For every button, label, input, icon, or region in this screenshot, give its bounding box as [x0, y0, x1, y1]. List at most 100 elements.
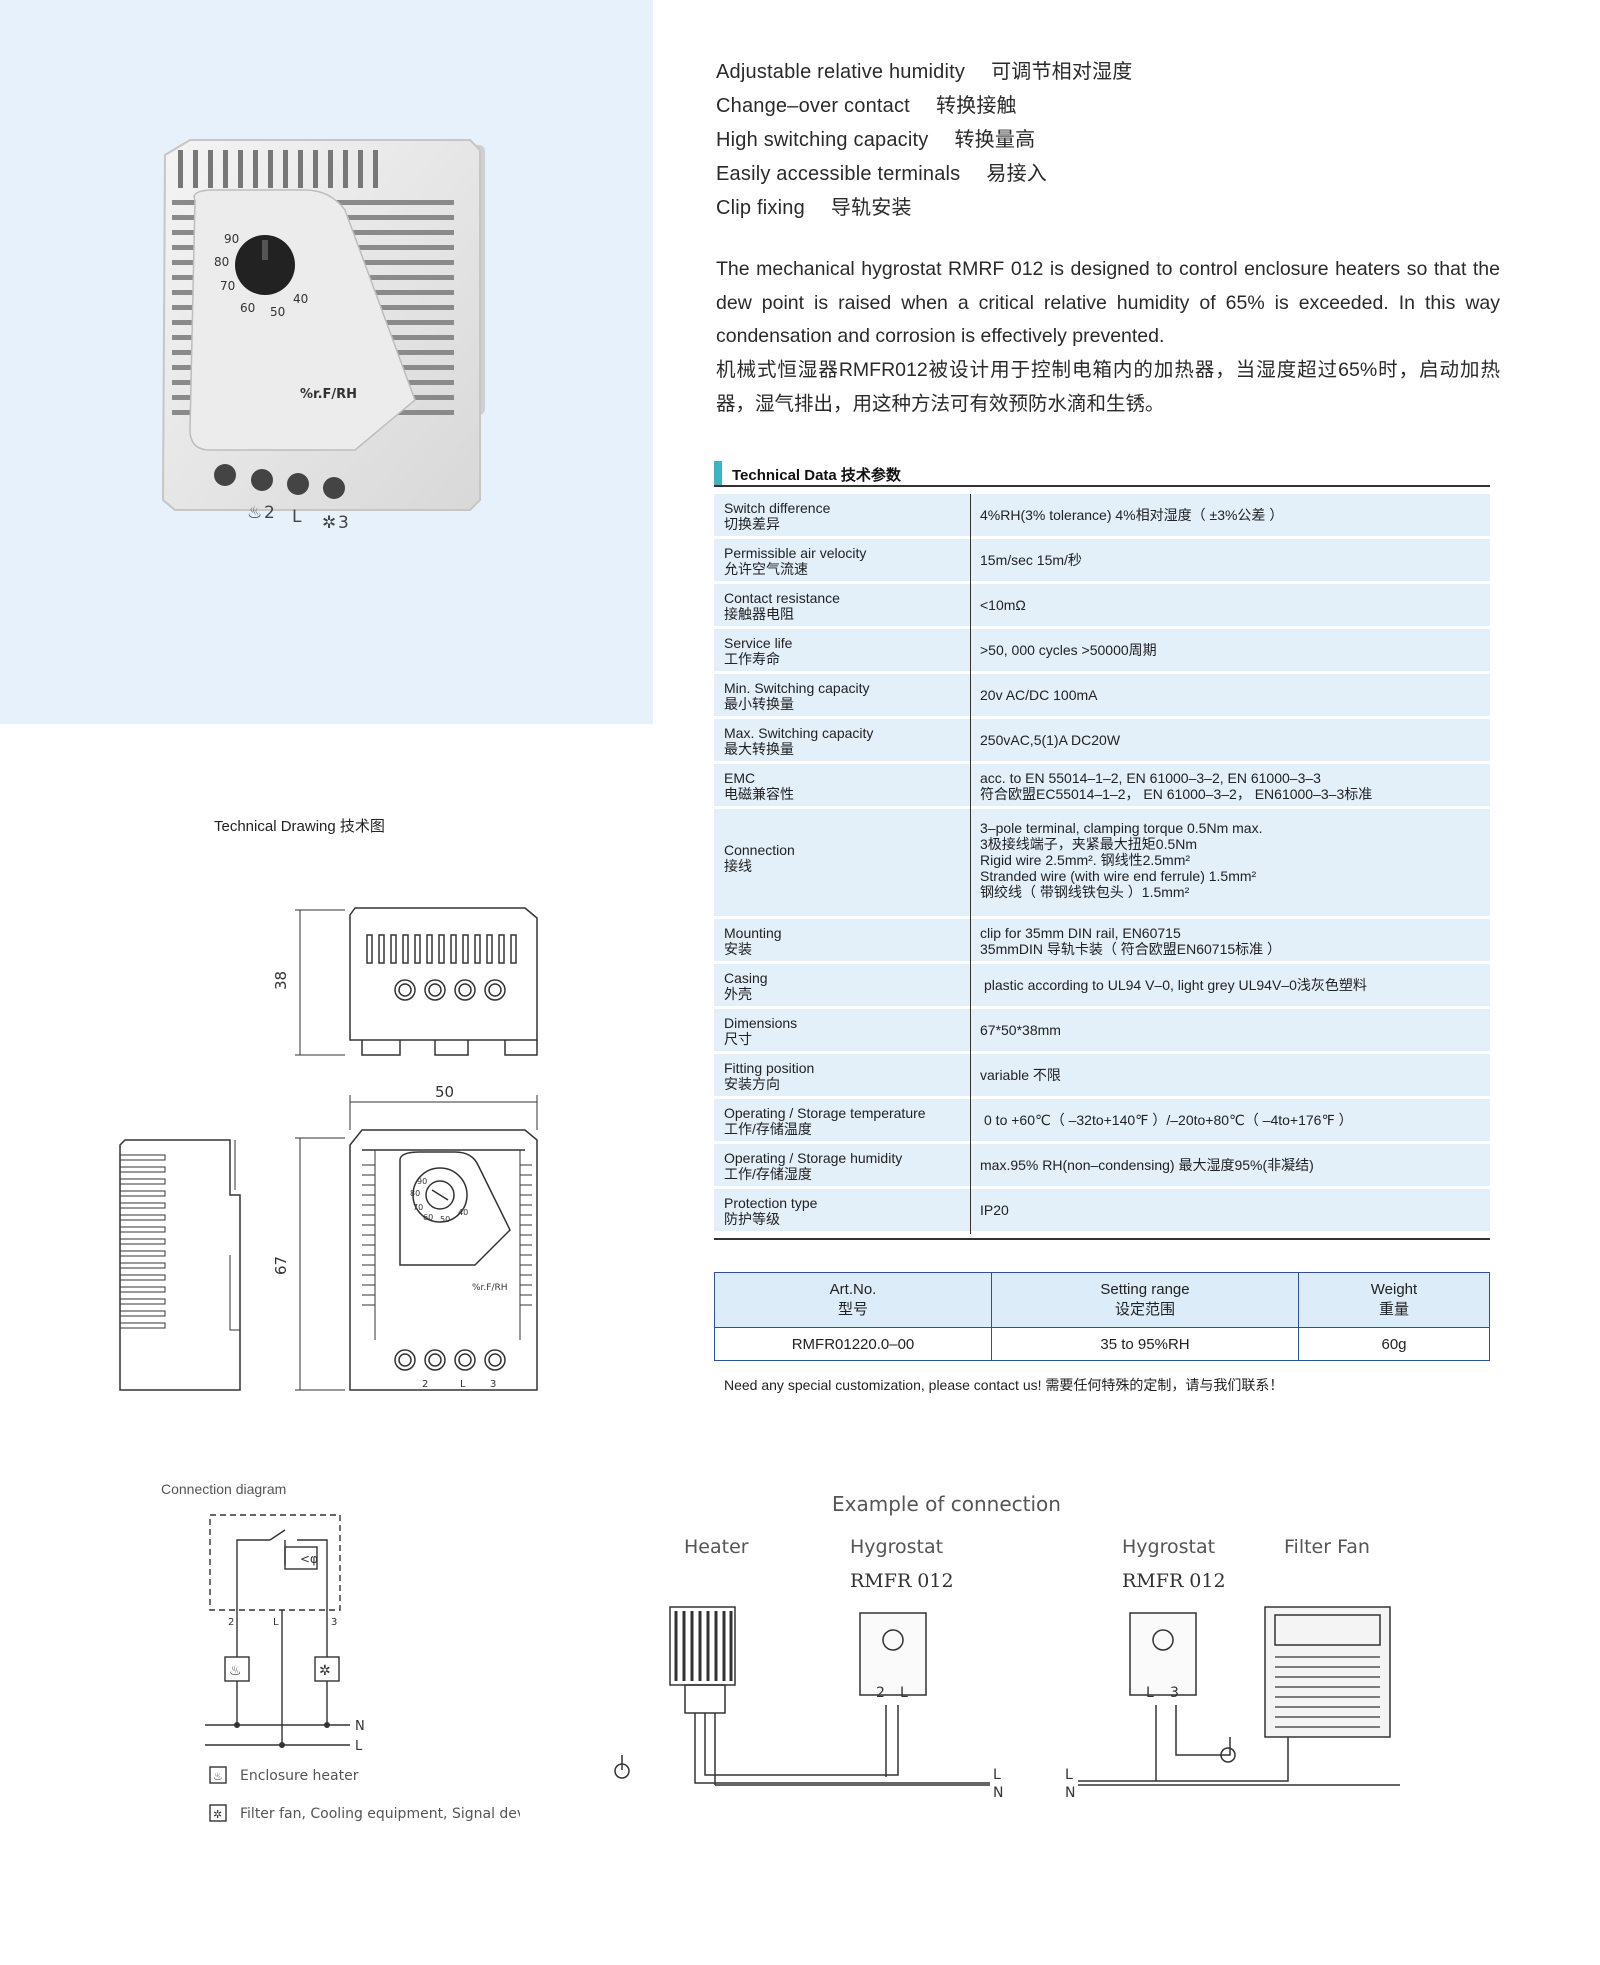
- load-wires: [236, 1681, 328, 1725]
- dial-num: 90: [417, 1177, 427, 1186]
- front-view-outline: [349, 1129, 538, 1391]
- svg-text:L: L: [292, 507, 302, 527]
- fan-icon: ✲: [322, 513, 336, 533]
- heater-label: Heater: [684, 1536, 749, 1558]
- phi-icon: <φ: [300, 1552, 318, 1566]
- dial-num: 50: [440, 1215, 450, 1224]
- spec-value: <10mΩ: [980, 597, 1026, 613]
- terminal-label: L: [460, 1379, 466, 1390]
- dial-num: 90: [224, 232, 239, 246]
- heater-terminal-block: [684, 1684, 726, 1714]
- divider: [970, 1054, 971, 1099]
- example-title: Example of connection: [832, 1492, 1061, 1516]
- top-view-terminals: [394, 979, 506, 1001]
- fan-icon: ✲: [319, 1663, 331, 1679]
- dial-num: 70: [220, 279, 235, 293]
- divider: [970, 1009, 971, 1054]
- heater-icon: ♨: [213, 1770, 223, 1783]
- node: [234, 1722, 240, 1728]
- line-label: L: [993, 1767, 1001, 1783]
- hygrostat-label: Hygrostat: [850, 1536, 943, 1558]
- top-view-outline: [349, 907, 538, 1041]
- spec-value: acc. to EN 55014–1–2, EN 61000–3–2, EN 6…: [980, 770, 1373, 802]
- terminal-label: L: [273, 1617, 279, 1628]
- terminal-labels: ♨ 2 L ✲ 3: [247, 503, 349, 533]
- line-label: L: [1065, 1767, 1073, 1783]
- dial-pointer: [262, 240, 268, 260]
- humidity-sensor-box: [284, 1546, 318, 1570]
- front-view-dial: [425, 1180, 455, 1210]
- fan-icon: ✲: [213, 1808, 222, 1821]
- legend-heater-symbol: [209, 1766, 227, 1784]
- spec-value: >50, 000 cycles >50000周期: [980, 642, 1157, 658]
- spec-value: max.95% RH(non–condensing) 最大湿度95%(非凝结): [980, 1157, 1314, 1173]
- node: [324, 1722, 330, 1728]
- side-view-vents: [119, 1154, 166, 1329]
- header-art-no: Art.No.型号: [714, 1272, 992, 1328]
- line-label: N: [355, 1719, 365, 1734]
- dim-38-label: 38: [272, 971, 290, 990]
- dim-line-50: [349, 1095, 538, 1130]
- hygrostat-1-dial: [882, 1629, 904, 1651]
- top-view-clips: [361, 1040, 538, 1056]
- terminal-label: L: [1146, 1685, 1154, 1701]
- product-photo: 90 80 70 60 50 40 %r.F/RH ♨ 2 L ✲ 3: [161, 139, 485, 533]
- legend-fan: Filter fan, Cooling equipment, Signal de…: [240, 1806, 520, 1822]
- divider: [970, 584, 971, 629]
- article-row: RMFR01220.0–00 35 to 95%RH 60g: [714, 1327, 1490, 1361]
- top-view-vents: [366, 934, 517, 964]
- front-view-edges: [374, 1150, 521, 1340]
- dim-50-label: 50: [435, 1083, 454, 1101]
- node: [279, 1742, 285, 1748]
- divider: [970, 1099, 971, 1144]
- svg-text:3: 3: [338, 513, 349, 533]
- table-bottom-rule: [714, 1238, 1490, 1240]
- divider: [970, 919, 971, 964]
- dim-line-38: [295, 909, 345, 1056]
- terminal-label: 2: [876, 1685, 885, 1701]
- divider: [970, 494, 971, 539]
- spec-value: 20v AC/DC 100mA: [980, 687, 1098, 703]
- ground-symbol: [614, 1763, 630, 1779]
- art-no-cell: RMFR01220.0–00: [714, 1327, 992, 1361]
- divider: [970, 809, 971, 919]
- model-label: RMFR 012: [850, 1570, 954, 1592]
- front-view-dial-pointer: [431, 1189, 449, 1201]
- svg-text:2: 2: [264, 503, 275, 523]
- dial-num: 40: [458, 1208, 468, 1217]
- front-view-dial-ring: [412, 1167, 468, 1223]
- model-label: RMFR 012: [1122, 1570, 1226, 1592]
- front-view-vents: [362, 1164, 532, 1306]
- dial-num: 80: [410, 1189, 420, 1198]
- terminal-label: 3: [331, 1617, 337, 1628]
- heater-icon: ♨: [229, 1663, 242, 1679]
- side-view-outline: [119, 1139, 241, 1391]
- divider: [970, 1144, 971, 1189]
- spec-value: variable 不限: [980, 1067, 1061, 1083]
